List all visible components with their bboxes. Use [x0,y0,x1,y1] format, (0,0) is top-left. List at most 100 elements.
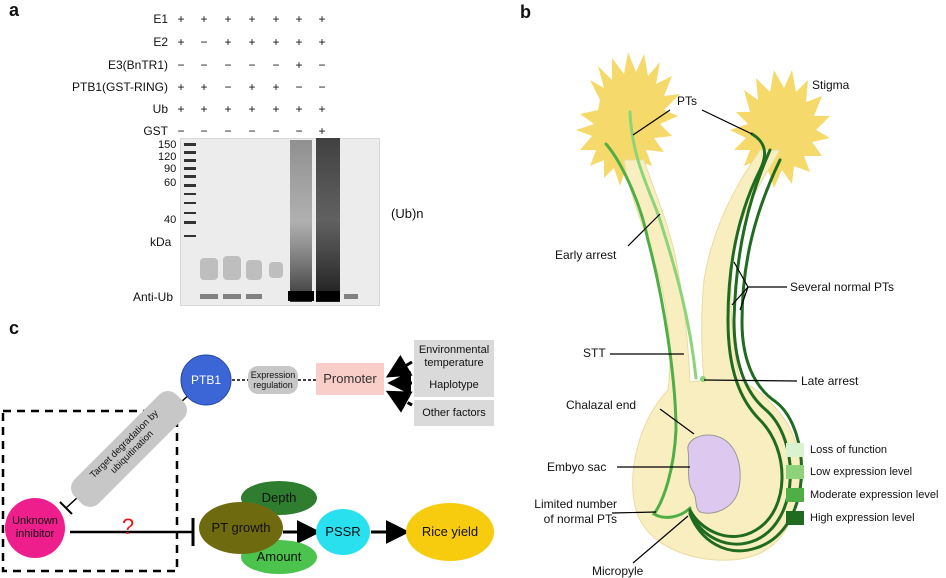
legend-swatch-high [786,511,804,525]
label-several-normal-pts: Several normal PTs [790,280,895,294]
label-late-arrest: Late arrest [801,374,859,388]
condition-sign: + [248,12,256,26]
condition-sign: − [200,58,208,72]
condition-sign: − [177,58,185,72]
condition-sign: + [248,35,256,49]
label-embyo-sac: Embyo sac [547,460,607,474]
factor-arrows [385,354,413,413]
ubn-label: (Ub)n [391,206,424,221]
condition-sign: − [295,124,303,138]
label-stt: STT [583,346,606,360]
condition-row-label: E2 [153,35,168,49]
legend-loss-of-function: Loss of function [810,444,888,456]
unknown-inhibitor-label: Unknown inhibitor [12,515,58,540]
label-micropyle: Micropyle [592,564,644,578]
condition-row-label: E3(BnTR1) [107,58,168,72]
pt-growth-node [199,502,283,554]
label-chalazal-end: Chalazal end [566,398,637,412]
expression-legend [786,443,804,525]
condition-sign: + [224,12,232,26]
condition-sign: + [224,35,232,49]
panel-a-label: a [9,0,20,20]
leader-lines [610,109,798,564]
amount-label: Amount [256,548,302,564]
haplotype-label: Haplotype [429,378,479,391]
dashed-box [1,409,179,573]
condition-sign: − [224,58,232,72]
condition-row-label: PTB1(GST-RING) [71,80,168,94]
other-factors-label: Other factors [422,406,486,419]
condition-row-label: GST [143,124,168,138]
marker-120: 120 [158,151,177,163]
condition-sign: + [272,12,280,26]
legend-swatch-low [786,465,804,479]
condition-sign: − [248,58,256,72]
legend-low-expression: Low expression level [810,466,913,478]
pollen-tubes [604,110,804,553]
unknown-inhibitor-node [5,498,65,558]
condition-sign: + [177,12,185,26]
condition-sign: + [318,35,326,49]
condition-sign: + [177,35,185,49]
condition-row-label: Ub [152,102,168,116]
marker-60: 60 [164,177,177,189]
marker-150: 150 [158,139,177,151]
legend-high-expression: High expression level [810,512,915,524]
haplotype-node [414,373,494,397]
promoter-node [316,363,384,395]
condition-sign: + [295,58,303,72]
question-mark: ? [121,514,135,540]
condition-sign: + [200,80,208,94]
condition-sign: + [248,80,256,94]
condition-sign: + [177,80,185,94]
legend-swatch-loss [786,443,804,457]
condition-sign: + [318,12,326,26]
condition-sign: − [200,124,208,138]
condition-sign: − [224,80,232,94]
condition-sign: + [272,102,280,116]
condition-sign: + [200,12,208,26]
depth-label: Depth [261,489,297,505]
target-degradation-node [71,391,187,507]
panel-b-label: b [520,2,531,22]
condition-sign: − [318,58,326,72]
kda-label: kDa [150,235,172,249]
condition-sign: + [224,102,232,116]
environmental-temperature-label: Environmental temperature [418,344,490,369]
condition-sign: + [318,124,326,138]
other-factors-node [414,400,494,426]
label-pts: PTs [677,94,698,108]
condition-sign: + [272,35,280,49]
condition-sign: + [295,102,303,116]
label-limited-normal-pts: Limited number of normal PTs [534,497,617,526]
anti-ub-label: Anti-Ub [133,290,174,304]
condition-sign: + [177,102,185,116]
condition-sign: − [272,58,280,72]
condition-sign: − [318,80,326,94]
rice-yield-node [406,503,494,561]
condition-sign: + [295,12,303,26]
inhibition-line [70,518,195,546]
legend-swatch-moderate [786,488,804,502]
condition-sign: − [248,124,256,138]
marker-90: 90 [164,163,177,175]
pt-growth-label: PT growth [211,519,271,535]
panel-c-label: c [9,318,20,338]
legend-moderate-expression: Moderate expression level [810,489,939,501]
promoter-label: Promoter [323,370,377,386]
expression-regulation-label: Expression regulation [250,369,296,390]
pssr-node [316,509,370,555]
ptb1-node [180,354,232,406]
condition-sign: − [295,80,303,94]
condition-row-label: E1 [153,12,168,26]
expression-regulation-node [248,366,298,394]
embryo-sac [687,434,741,514]
label-early-arrest: Early arrest [555,248,617,262]
condition-sign: − [272,124,280,138]
condition-sign: + [248,102,256,116]
label-stigma: Stigma [812,78,850,92]
condition-sign: − [224,124,232,138]
condition-sign: + [200,102,208,116]
